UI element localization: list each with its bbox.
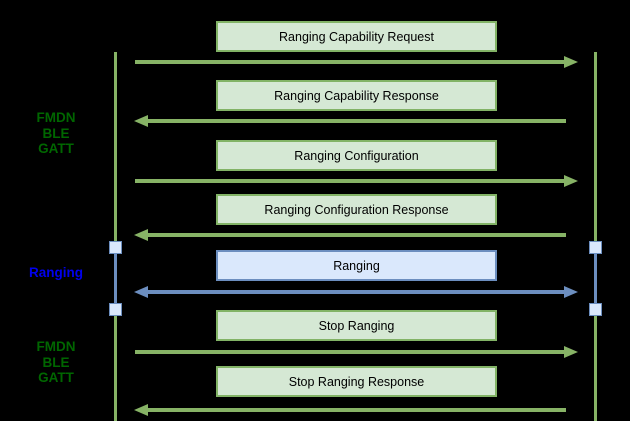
phase-label-line: FMDN: [36, 339, 76, 354]
message-label: Ranging Capability Request: [279, 29, 434, 44]
phase-label-line: FMDN: [36, 110, 76, 125]
message-arrow: [148, 408, 566, 412]
activation-marker: [589, 241, 602, 254]
message-arrow: [135, 179, 564, 183]
message-label: Ranging Capability Response: [274, 88, 439, 103]
phase-label-line: BLE: [42, 125, 70, 141]
message-arrow: [148, 119, 566, 123]
phase-label-ranging: Ranging: [1, 265, 111, 281]
arrowhead-right-icon: [564, 175, 578, 187]
message-box: Stop Ranging: [216, 310, 497, 341]
message-box: Stop Ranging Response: [216, 366, 497, 397]
arrowhead-right-icon: [564, 286, 578, 298]
arrowhead-left-icon: [134, 404, 148, 416]
message-label: Ranging Configuration Response: [264, 202, 449, 217]
lifeline-right: [594, 52, 597, 421]
phase-label-line: BLE: [42, 354, 70, 370]
arrowhead-right-icon: [564, 346, 578, 358]
message-box: Ranging: [216, 250, 497, 281]
message-box: Ranging Capability Request: [216, 21, 497, 52]
message-arrow: [135, 60, 564, 64]
activation-marker: [109, 303, 122, 316]
arrowhead-left-icon: [134, 115, 148, 127]
message-arrow: [135, 350, 564, 354]
phase-label-line: GATT: [38, 141, 74, 156]
message-arrow: [148, 233, 566, 237]
message-box: Ranging Capability Response: [216, 80, 497, 111]
phase-label-line: Ranging: [29, 265, 83, 280]
phase-label-line: GATT: [38, 370, 74, 385]
activation-segment-right: [594, 252, 597, 305]
message-box: Ranging Configuration: [216, 140, 497, 171]
message-arrow: [148, 290, 564, 294]
activation-marker: [109, 241, 122, 254]
message-label: Stop Ranging: [318, 318, 395, 333]
message-label: Ranging Configuration: [294, 148, 419, 163]
activation-segment-left: [114, 252, 117, 305]
message-label: Stop Ranging Response: [288, 374, 425, 389]
lifeline-left: [114, 52, 117, 421]
arrowhead-left-icon: [134, 229, 148, 241]
activation-marker: [589, 303, 602, 316]
arrowhead-left-icon: [134, 286, 148, 298]
message-label: Ranging: [333, 258, 380, 273]
message-box: Ranging Configuration Response: [216, 194, 497, 225]
arrowhead-right-icon: [564, 56, 578, 68]
